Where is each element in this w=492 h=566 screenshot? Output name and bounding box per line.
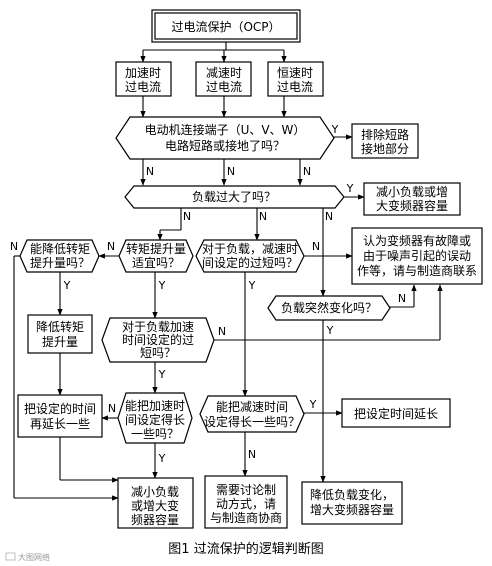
accel-overcurrent-text: 加速时过电流 bbox=[125, 66, 161, 94]
figure-caption: 图1 过流保护的逻辑判断图 bbox=[168, 541, 323, 557]
contact-maker-box bbox=[351, 227, 483, 285]
decel-longer-decision bbox=[199, 395, 305, 433]
short-circuit-decision bbox=[115, 116, 335, 160]
accel-overcurrent-box bbox=[115, 61, 172, 97]
yes-label: Y bbox=[331, 123, 339, 136]
sudden-load-text: 负载突然变化吗？ bbox=[281, 300, 377, 315]
braking-text: 需要讨论制动方式，请与制造商协商 bbox=[210, 483, 282, 525]
load-text: 负载过大了吗？ bbox=[192, 190, 276, 204]
short-circuit-text: 电动机连接端子（U、V、W）电路短路或接地了吗？ bbox=[145, 122, 306, 153]
decel-short-decision bbox=[195, 239, 305, 273]
no-label: N bbox=[398, 292, 406, 305]
no-label: N bbox=[248, 448, 256, 461]
no-label: N bbox=[325, 210, 333, 223]
reduce-variation-text: 降低负载变化，增大变频器容量 bbox=[310, 487, 394, 517]
set-longer-box bbox=[341, 398, 451, 428]
reduce-load-box bbox=[363, 182, 461, 216]
edge-labels: Y N N N Y N N N N N N Y Y Y N Y N Y N Y … bbox=[10, 123, 406, 465]
decel-short-text: 对于负载，减速时间设定的过短吗？ bbox=[202, 242, 298, 270]
no-label: N bbox=[108, 402, 116, 415]
fix-short-text: 排除短路接地部分 bbox=[361, 127, 409, 156]
boost-ok-decision bbox=[118, 239, 194, 273]
no-label: N bbox=[107, 240, 115, 253]
no-label: N bbox=[227, 165, 235, 178]
lower-boost-box bbox=[27, 314, 93, 354]
no-label: N bbox=[146, 165, 154, 178]
boost-ok-text: 转矩提升量适宜吗？ bbox=[126, 241, 186, 270]
no-label: N bbox=[183, 210, 191, 223]
yes-label: Y bbox=[63, 279, 71, 292]
title-node-inner bbox=[154, 12, 298, 40]
reduce-variation-box bbox=[301, 481, 403, 525]
lower-boost-decision bbox=[19, 239, 100, 273]
decel-overcurrent-box bbox=[195, 61, 252, 97]
extend-time-text: 把设定的时间再延长一些 bbox=[24, 401, 96, 431]
reduce-load-text: 减小负载或增大变频器容量 bbox=[376, 185, 448, 213]
yes-label: Y bbox=[309, 398, 317, 411]
braking-box bbox=[204, 475, 288, 529]
accel-longer-text: 能把加速时间设定得长一些吗？ bbox=[125, 399, 185, 441]
accel-longer-decision bbox=[117, 392, 193, 444]
connectors bbox=[13, 42, 443, 501]
const-overcurrent-box bbox=[267, 61, 324, 97]
no-label: N bbox=[303, 165, 311, 178]
no-label: N bbox=[259, 210, 267, 223]
lower-boost-q-text: 能降低转矩提升量吗？ bbox=[30, 241, 90, 270]
decel-longer-text: 能把减速时间设定得长一些吗？ bbox=[204, 400, 300, 429]
no-label: N bbox=[218, 325, 226, 338]
yes-label: Y bbox=[158, 279, 166, 292]
reduce-load-final-box bbox=[117, 477, 194, 529]
watermark: 大图网络 bbox=[5, 552, 50, 562]
title-node-text: 过电流保护（OCP） bbox=[171, 20, 280, 34]
camera-icon bbox=[5, 552, 16, 561]
no-label: N bbox=[312, 240, 320, 253]
load-decision bbox=[124, 185, 345, 209]
no-label: N bbox=[10, 240, 18, 253]
watermark-text: 大图网络 bbox=[18, 552, 50, 562]
accel-short-text: 对于负载加速时间设定的过短吗？ bbox=[122, 320, 194, 360]
sudden-load-decision bbox=[267, 295, 391, 321]
set-longer-text: 把设定时间延长 bbox=[354, 406, 438, 421]
node-shapes bbox=[17, 9, 483, 529]
decel-overcurrent-text: 减速时过电流 bbox=[206, 66, 242, 94]
lower-boost-text: 降低转矩提升量 bbox=[36, 319, 84, 349]
yes-label: Y bbox=[346, 182, 354, 195]
const-overcurrent-text: 恒速时过电流 bbox=[277, 66, 313, 94]
yes-label: Y bbox=[158, 452, 166, 465]
accel-short-decision bbox=[101, 317, 215, 363]
yes-label: Y bbox=[158, 368, 166, 381]
contact-maker-text: 认为变频器有故障或由于噪声引起的误动作等，请与制造商联系 bbox=[357, 233, 477, 278]
fix-short-box bbox=[351, 123, 419, 159]
reduce-load-final-text: 减小负载或增大变频器容量 bbox=[131, 485, 179, 527]
yes-label: Y bbox=[326, 324, 334, 337]
extend-time-box bbox=[17, 394, 103, 438]
node-labels: 过电流保护（OCP） 加速时过电流 减速时过电流 恒速时过电流 电动机连接端子（… bbox=[24, 20, 477, 527]
yes-label: Y bbox=[248, 279, 256, 292]
